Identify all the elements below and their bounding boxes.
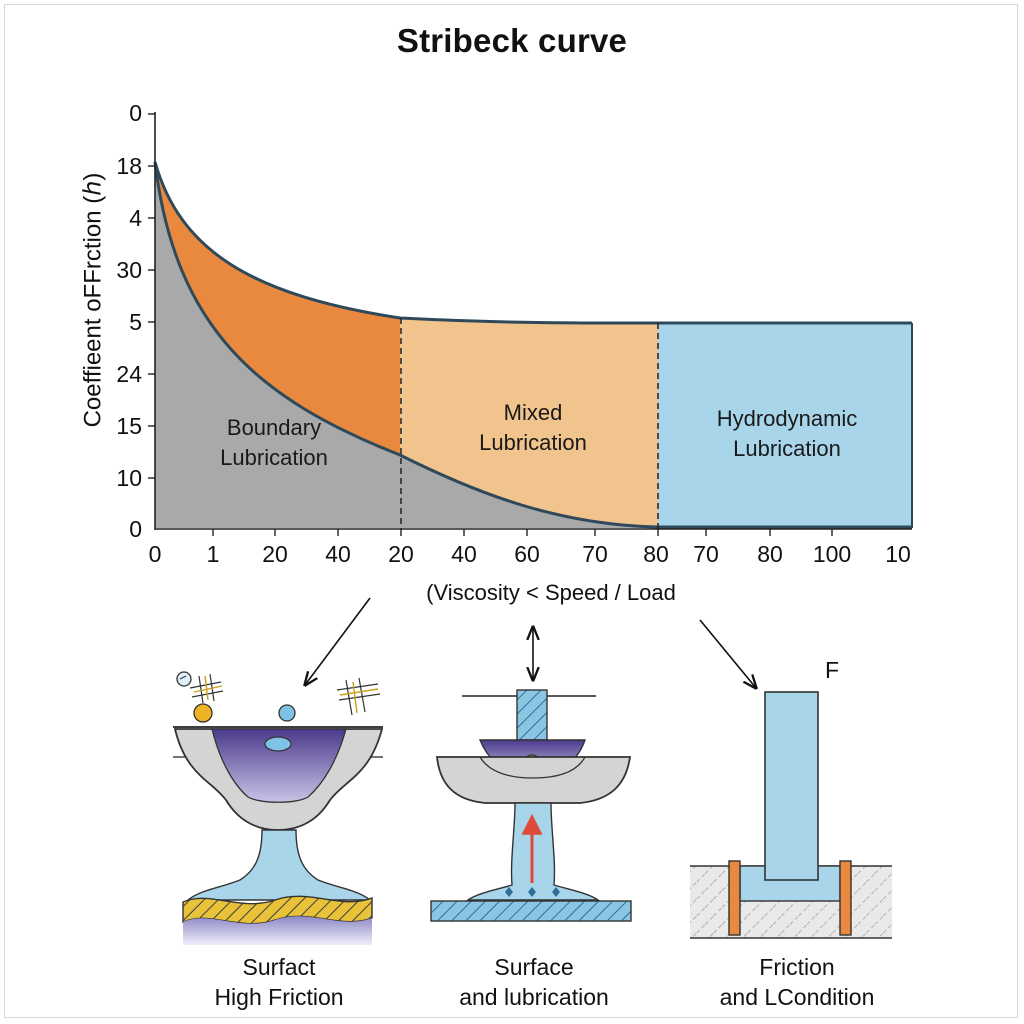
illustration-hydrodynamic-contact bbox=[690, 691, 892, 939]
y-tick-label: 30 bbox=[116, 257, 142, 283]
region-label-mixed: Mixed Lubrication bbox=[479, 398, 587, 458]
region-label-line: Lubrication bbox=[733, 436, 841, 461]
caption-boundary-illustration: Surfact High Friction bbox=[214, 952, 343, 1012]
region-label-hydrodynamic: Hydrodynamic Lubrication bbox=[717, 404, 858, 464]
y-tick-label: 0 bbox=[129, 516, 142, 542]
x-tick-label: 1 bbox=[206, 541, 220, 567]
caption-line: and LCondition bbox=[719, 984, 875, 1010]
x-tick-label: 20 bbox=[388, 541, 414, 567]
region-label-line: Lubrication bbox=[220, 445, 328, 470]
x-tick-label: 70 bbox=[693, 541, 719, 567]
region-boundary-orange-band bbox=[155, 162, 400, 455]
region-label-line: Mixed bbox=[503, 400, 563, 425]
caption-line: High Friction bbox=[214, 984, 344, 1010]
y-tick-label: 4 bbox=[129, 205, 142, 231]
illustration-boundary-contact bbox=[173, 671, 384, 945]
region-mixed-area bbox=[400, 318, 658, 527]
upper-friction-curve bbox=[153, 161, 912, 325]
caption-line: and lubrication bbox=[459, 984, 609, 1010]
x-tick-label: 80 bbox=[757, 541, 783, 567]
chart-plot bbox=[148, 112, 913, 536]
x-tick-label: 0 bbox=[148, 541, 162, 567]
illustration-mixed-contact bbox=[430, 689, 632, 922]
x-tick-label: 70 bbox=[582, 541, 608, 567]
region-label-line: Boundary bbox=[226, 415, 322, 440]
region-label-line: Hydrodynamic bbox=[716, 406, 858, 431]
arrow-to-boundary-illustration bbox=[305, 597, 371, 685]
x-tick-label: 60 bbox=[514, 541, 540, 567]
x-tick-marks bbox=[212, 529, 833, 536]
y-tick-marks bbox=[148, 113, 155, 479]
region-label-boundary: Boundary Lubrication bbox=[220, 413, 328, 473]
x-tick-label: 100 bbox=[812, 541, 852, 567]
y-tick-label: 18 bbox=[116, 153, 142, 179]
y-tick-label: 10 bbox=[116, 465, 142, 491]
x-tick-label: 20 bbox=[262, 541, 288, 567]
region-hydrodynamic-area bbox=[658, 323, 912, 528]
y-tick-label: 0 bbox=[129, 100, 142, 126]
y-tick-label: 24 bbox=[116, 361, 142, 387]
region-label-line: Lubrication bbox=[479, 430, 587, 455]
chart-title: Stribeck curve bbox=[396, 22, 628, 59]
region-boundary-area bbox=[155, 162, 658, 528]
caption-line: Surfact bbox=[242, 954, 316, 980]
lower-friction-curve bbox=[153, 161, 912, 529]
y-tick-label: 15 bbox=[116, 413, 142, 439]
x-axis-label: (Viscosity < Speed / Load bbox=[426, 580, 676, 605]
caption-hydrodynamic-illustration: Friction and LCondition bbox=[720, 952, 875, 1012]
image-frame bbox=[4, 4, 1018, 1018]
caption-line: Surface bbox=[494, 954, 574, 980]
caption-mixed-illustration: Surface and lubrication bbox=[459, 952, 609, 1012]
arrow-to-hydrodynamic-illustration bbox=[699, 619, 756, 688]
x-tick-label: 40 bbox=[325, 541, 351, 567]
x-tick-label: 10 bbox=[885, 541, 911, 567]
force-label: F bbox=[825, 657, 840, 683]
caption-line: Friction bbox=[759, 954, 835, 980]
x-tick-label: 40 bbox=[451, 541, 477, 567]
x-tick-label: 80 bbox=[643, 541, 669, 567]
y-tick-label: 5 bbox=[129, 309, 142, 335]
